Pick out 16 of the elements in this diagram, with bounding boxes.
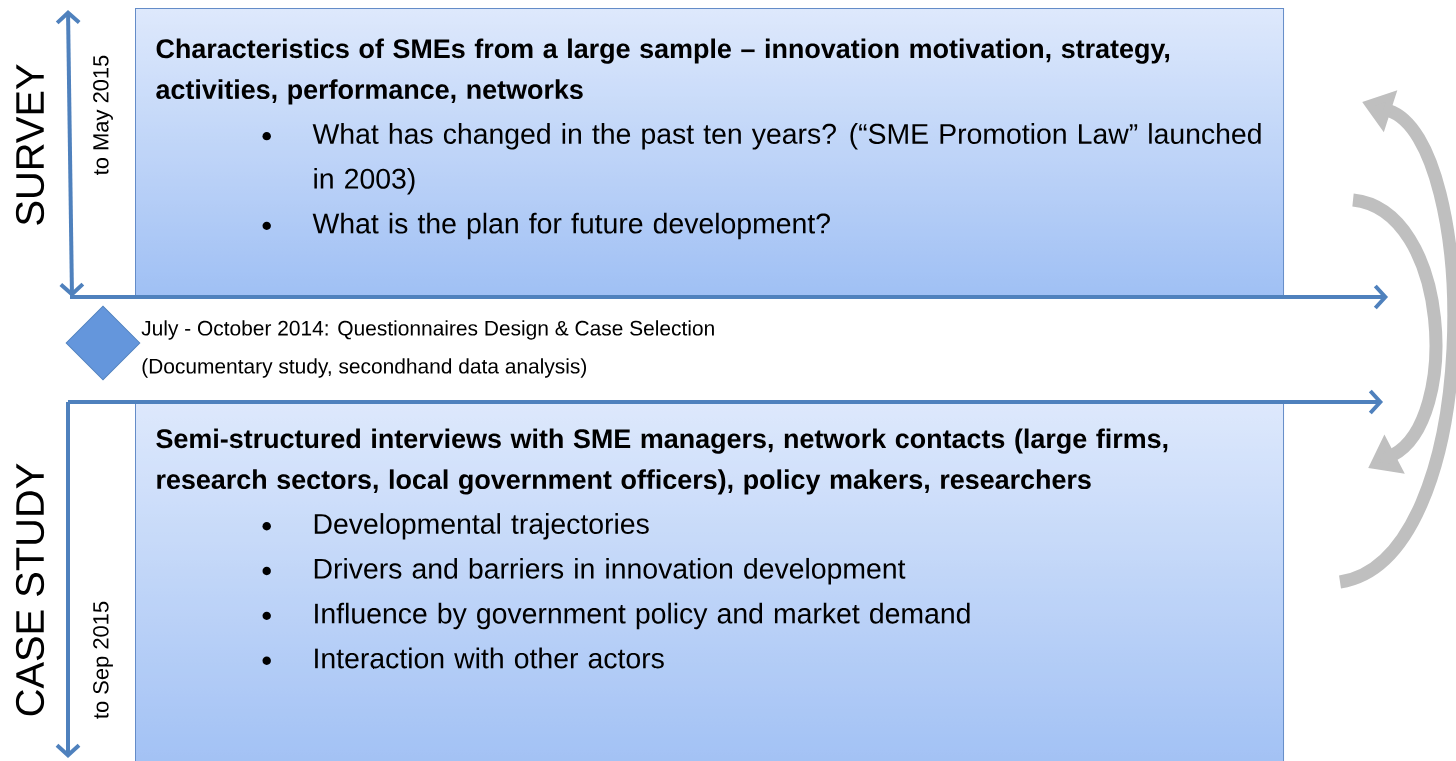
heading: Characteristics of SMEs from a large sample – innovation motivation, strategy, activities, performance, networks <box>156 38 1170 105</box>
date-label: to May 2015 <box>93 55 113 175</box>
text-box <box>135 8 1285 298</box>
milestone-text: July - October 2014: Questionnaires Design & Case Selection <box>141 320 714 340</box>
bullet-item: Drivers and barriers in innovation development <box>314 557 906 585</box>
phase-label: SURVEY <box>15 64 45 225</box>
bullet-item: Developmental trajectories <box>314 513 649 540</box>
milestone-diamond <box>65 305 141 381</box>
milestone-text: (Documentary study, secondhand data analysis) <box>142 358 586 378</box>
bullet-item: What is the plan for future development? <box>312 212 830 240</box>
bullet-item: Interaction with other actors <box>315 647 664 669</box>
date-label: to Sep 2015 <box>93 601 113 719</box>
bullet-item: Influence by government policy and market demand <box>315 602 970 630</box>
heading: Semi-structured interviews with SME managers, network contacts (large firms, research sectors, local government officers), policy makers, researchers <box>156 428 1168 495</box>
bullet-item: What has changed in the past ten years? (“SME Promotion Law” launched in 2003) <box>312 123 1261 195</box>
phase-label: CASE STUDY <box>15 463 45 716</box>
